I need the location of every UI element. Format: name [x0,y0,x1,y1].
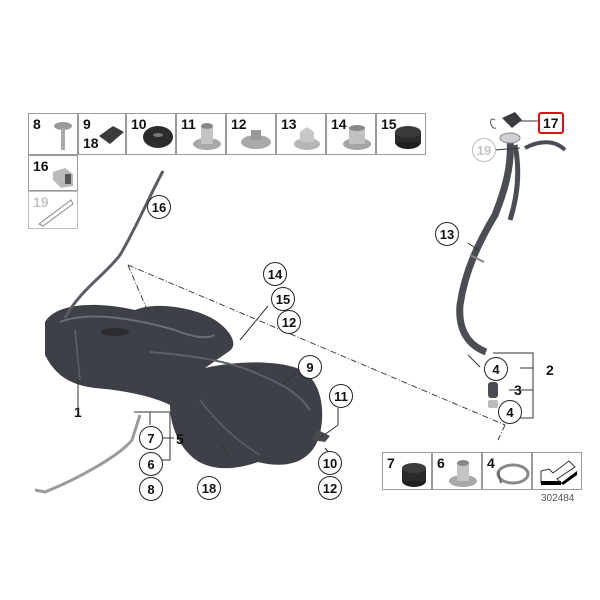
vent-hose [63,170,165,319]
callout-14[interactable]: 14 [263,262,287,286]
part-number: 13 [281,116,297,132]
part-number: 10 [131,116,147,132]
part-number: 19 [33,194,49,210]
legend-cell-11[interactable]: 11 [176,113,226,155]
direction-arrow-icon [540,460,577,485]
callout-19[interactable]: 19 [472,138,496,162]
label-5[interactable]: 5 [176,431,184,447]
part-number: 9 [83,116,91,132]
legend-cell-14[interactable]: 14 [326,113,376,155]
part-number: 4 [487,455,495,471]
legend-cell-7[interactable]: 7 [382,452,432,490]
callout-18[interactable]: 18 [197,476,221,500]
part-number: 14 [331,116,347,132]
tank-strap [34,414,142,494]
label-3[interactable]: 3 [514,382,522,398]
flange-nut-icon [241,130,271,149]
reference-number: 302484 [541,493,575,504]
callout-9[interactable]: 9 [298,355,322,379]
callout-8[interactable]: 8 [139,477,163,501]
strip-icon [38,199,74,227]
label-17-highlighted[interactable]: 17 [538,112,564,134]
rubber-grommet-icon [395,126,421,149]
callout-4-upper[interactable]: 4 [484,357,508,381]
callout-16[interactable]: 16 [147,195,171,219]
callout-15[interactable]: 15 [271,287,295,311]
part-number: 16 [33,158,49,174]
part-number: 7 [387,455,395,471]
fuel-tank [45,304,330,469]
flanged-bushing-icon [193,123,221,150]
callout-7[interactable]: 7 [139,426,163,450]
callout-10[interactable]: 10 [318,451,342,475]
spacer-nut-icon [343,125,371,150]
callout-4-lower[interactable]: 4 [498,400,522,424]
grommet-oval-icon [143,126,173,148]
legend-cell-12[interactable]: 12 [226,113,276,155]
legend-cell-10[interactable]: 10 [126,113,176,155]
legend-cell-8[interactable]: 8 [28,113,78,155]
callout-12-top[interactable]: 12 [277,310,301,334]
legend-cell-9-18[interactable]: 9 18 [78,113,126,155]
part-number: 12 [231,116,247,132]
label-1[interactable]: 1 [74,404,82,420]
hex-flange-nut-icon [294,127,320,150]
legend-cell-direction[interactable] [532,452,582,490]
hose-clamp-icon [496,463,530,485]
filler-pipe [456,112,567,408]
callout-12-bottom[interactable]: 12 [318,476,342,500]
part-number: 15 [381,116,397,132]
part-number: 11 [181,116,196,132]
legend-cell-19[interactable]: 19 [28,191,78,229]
legend-cell-15[interactable]: 15 [376,113,426,155]
rubber-grommet-icon [402,463,426,487]
bolt-icon [54,122,72,150]
flanged-bushing-icon [449,460,477,487]
reference-line [127,264,506,441]
callout-6[interactable]: 6 [139,452,163,476]
legend-cell-13[interactable]: 13 [276,113,326,155]
legend-cell-16[interactable]: 16 [28,155,78,191]
part-number-secondary: 18 [83,135,99,151]
label-2[interactable]: 2 [546,362,554,378]
callout-13[interactable]: 13 [435,222,459,246]
part-number: 8 [33,116,41,132]
legend-cell-4[interactable]: 4 [482,452,532,490]
callout-11[interactable]: 11 [329,384,353,408]
clip-icon [53,168,73,188]
pad-icon [99,126,124,144]
part-number: 6 [437,455,445,471]
legend-cell-6[interactable]: 6 [432,452,482,490]
